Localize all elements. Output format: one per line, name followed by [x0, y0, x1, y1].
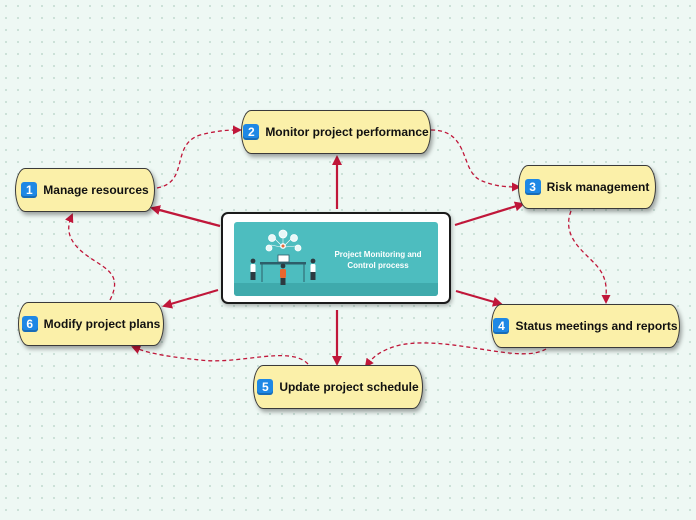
dashed-arrow-3-to-4: [568, 210, 611, 304]
arrow-to-risk-management: [454, 201, 525, 227]
topic-risk-management[interactable]: 3 Risk management: [518, 165, 656, 209]
arrow-to-modify-plans: [162, 288, 219, 309]
arrow-to-status-meetings: [455, 289, 503, 307]
step-number-badge: 1: [21, 182, 38, 198]
central-topic[interactable]: Project Monitoring and Control process: [221, 212, 451, 304]
topic-manage-resources[interactable]: 1 Manage resources: [15, 168, 155, 212]
topic-label: Manage resources: [43, 183, 149, 197]
step-number-badge: 3: [524, 179, 541, 195]
team-meeting-illustration: [250, 229, 316, 285]
topic-status-meetings-and-reports[interactable]: 4 Status meetings and reports: [491, 304, 680, 348]
central-illustration-panel: Project Monitoring and Control process: [234, 222, 438, 296]
step-number-badge: 2: [243, 124, 260, 140]
topic-label: Risk management: [546, 180, 650, 194]
dashed-arrow-4-to-5: [364, 342, 547, 368]
step-number-badge: 5: [257, 379, 274, 395]
central-topic-title: Project Monitoring and Control process: [334, 250, 422, 270]
topic-label: Monitor project performance: [265, 125, 429, 139]
central-floor: [234, 283, 438, 296]
dashed-arrow-6-to-1: [65, 213, 116, 301]
topic-update-project-schedule[interactable]: 5 Update project schedule: [253, 365, 423, 409]
topic-label: Update project schedule: [279, 380, 419, 394]
dashed-arrow-2-to-3: [430, 129, 521, 192]
arrow-to-manage-resources: [150, 205, 221, 228]
topic-label: Modify project plans: [43, 317, 161, 331]
dashed-arrow-1-to-2: [156, 125, 242, 189]
step-number-badge: 6: [21, 316, 38, 332]
topic-modify-project-plans[interactable]: 6 Modify project plans: [18, 302, 164, 346]
topic-monitor-project-performance[interactable]: 2 Monitor project performance: [241, 110, 431, 154]
topic-label: Status meetings and reports: [515, 319, 678, 333]
step-number-badge: 4: [493, 318, 510, 334]
dashed-arrow-5-to-6: [131, 345, 309, 365]
